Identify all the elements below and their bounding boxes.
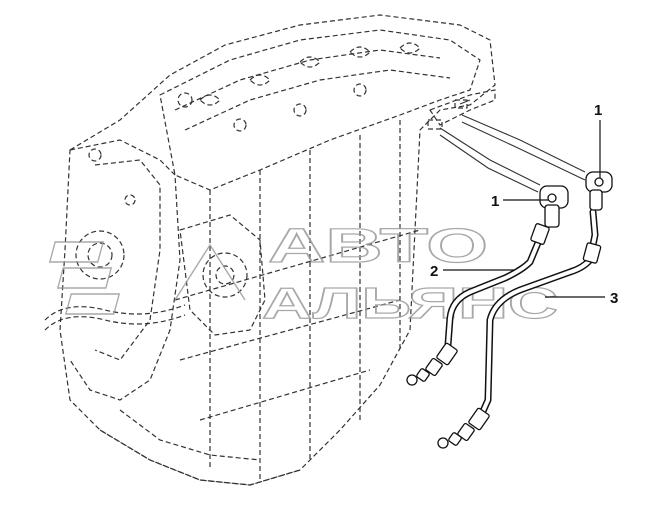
callout-3-label: 3 xyxy=(610,290,618,307)
watermark-logo-icon xyxy=(48,241,246,315)
callout-2-label: 2 xyxy=(430,263,438,280)
watermark: АВТО АЛЬЯНС xyxy=(48,219,559,329)
return-lines xyxy=(439,114,586,193)
pipe-2 xyxy=(406,223,550,386)
callout-1-lower: 1 xyxy=(491,193,548,210)
watermark-line2: АЛЬЯНС xyxy=(262,279,558,328)
watermark-line1: АВТО xyxy=(268,220,488,273)
elbow-fitting-lower xyxy=(539,185,569,228)
callout-1-upper: 1 xyxy=(594,102,602,178)
callout-2: 2 xyxy=(430,263,515,280)
callout-1-upper-label: 1 xyxy=(594,102,602,119)
elbow-fitting-upper xyxy=(585,171,613,211)
engine-block xyxy=(44,14,496,486)
pipe-3 xyxy=(437,208,602,449)
callout-3: 3 xyxy=(545,290,618,307)
callout-1-lower-label: 1 xyxy=(491,193,499,210)
